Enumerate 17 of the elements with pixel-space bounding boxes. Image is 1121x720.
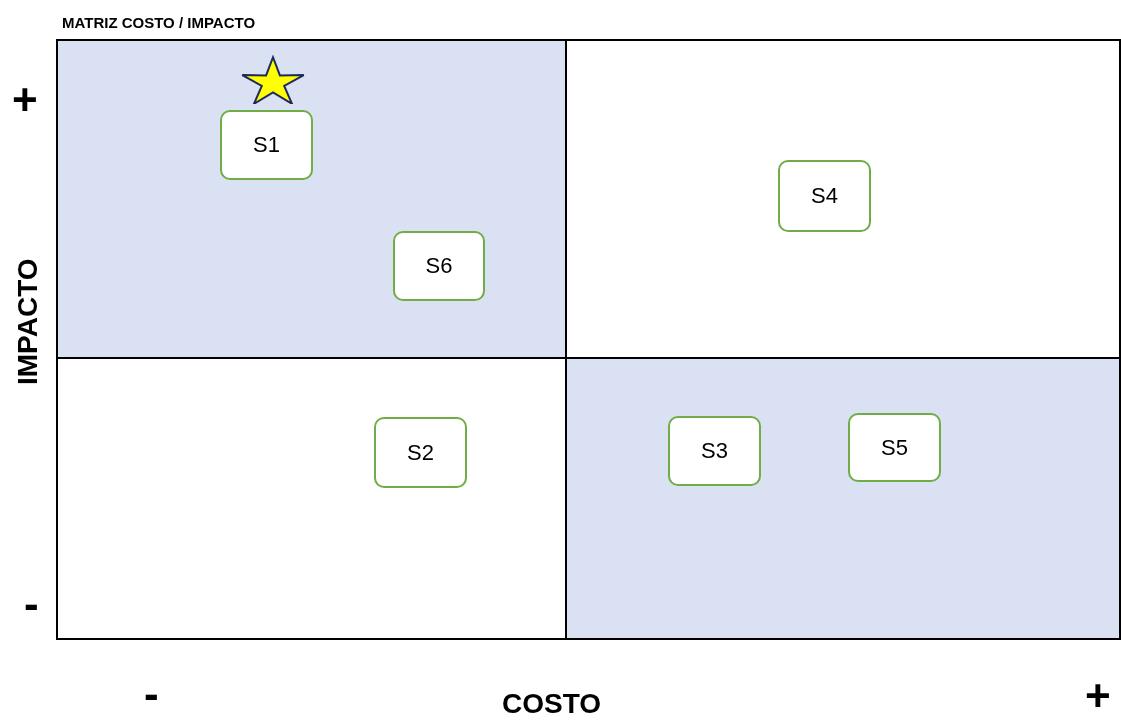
- item-box: S3: [668, 416, 761, 486]
- item-box: S1: [220, 110, 313, 180]
- item-box: S4: [778, 160, 871, 232]
- quadrant-panel: [565, 357, 1121, 640]
- item-box: S5: [848, 413, 941, 482]
- axis-low-marker: -: [24, 582, 39, 626]
- axis-low-marker: -: [144, 672, 159, 716]
- axis-title: IMPACTO: [14, 258, 42, 385]
- quadrant-panel: [56, 39, 567, 359]
- axis-high-marker: +: [12, 78, 38, 122]
- item-box: S2: [374, 417, 467, 488]
- axis-title: COSTO: [502, 690, 602, 718]
- quadrant-panel: [565, 39, 1121, 359]
- quadrant-panel: [56, 357, 567, 640]
- title: MATRIZ COSTO / IMPACTO: [62, 15, 256, 30]
- axis-high-marker: +: [1085, 674, 1111, 718]
- item-box: S6: [393, 231, 485, 301]
